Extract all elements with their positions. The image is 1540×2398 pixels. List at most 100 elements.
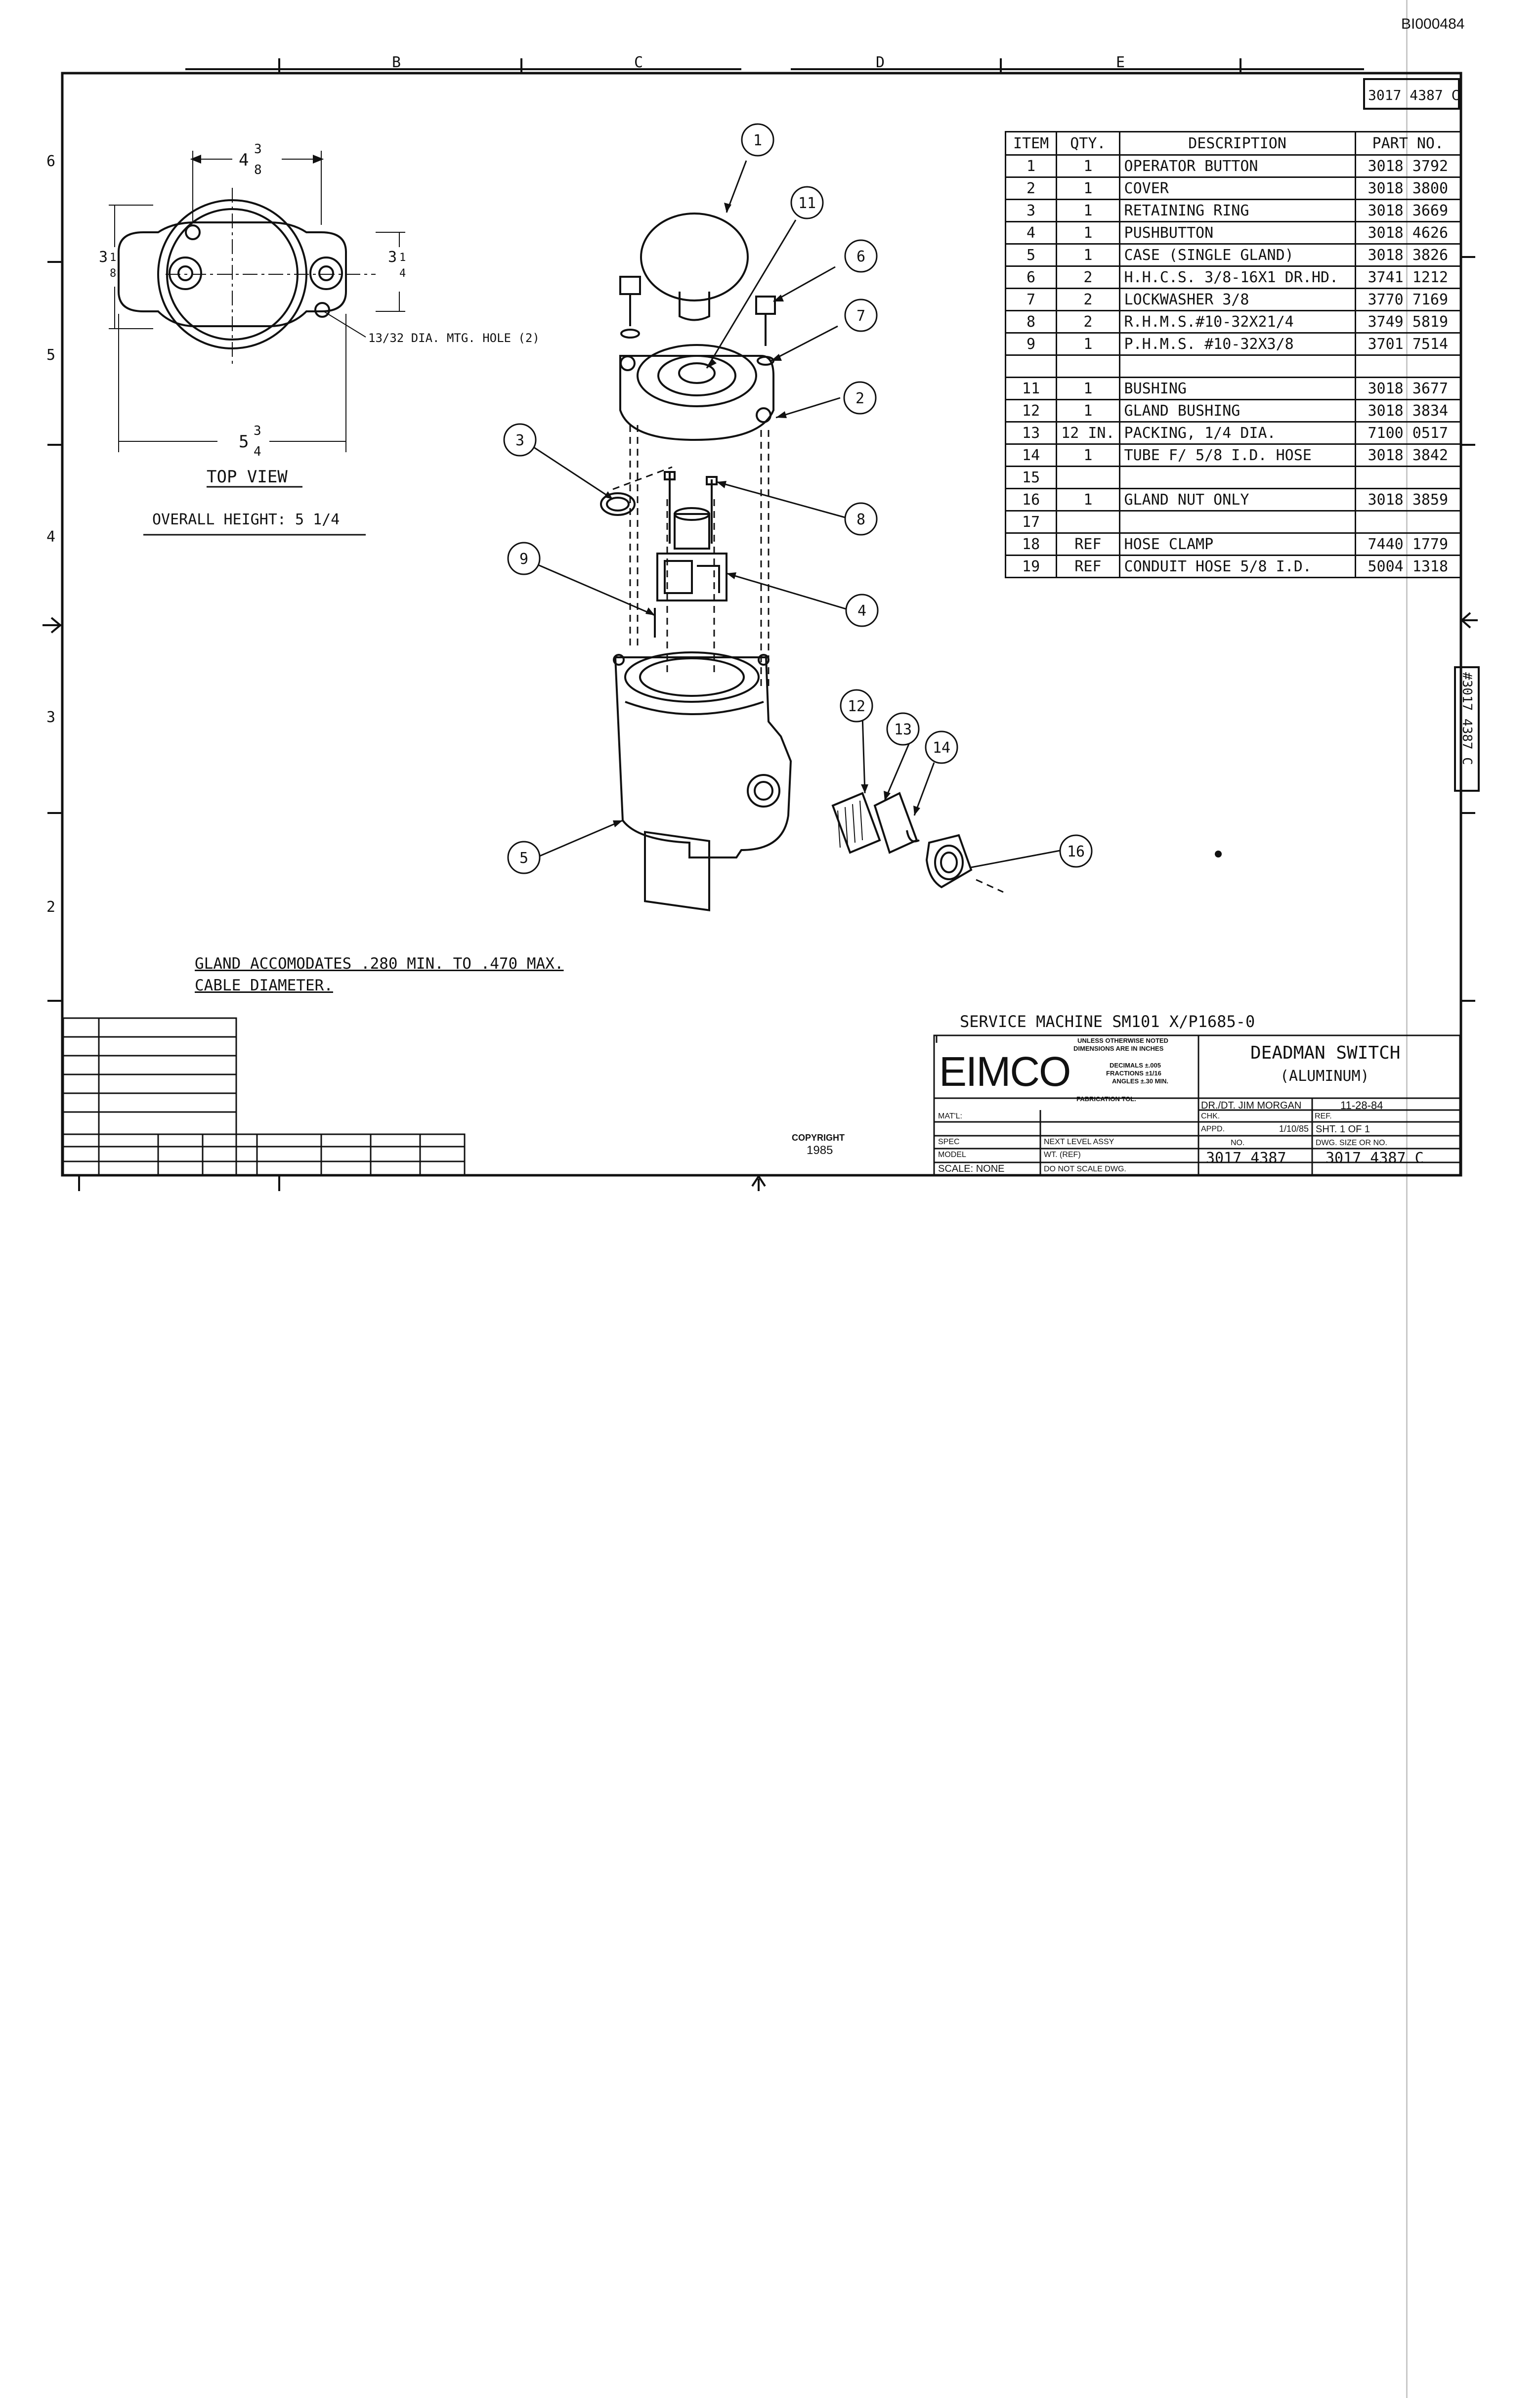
- cell-part-no: [1354, 354, 1462, 378]
- corner-drawing-number: 3017 4387 C: [1368, 87, 1459, 103]
- do-not-scale-label: DO NOT SCALE DWG.: [1044, 1165, 1126, 1173]
- balloon-1: [741, 123, 774, 157]
- cell-description: PACKING, 1/4 DIA.: [1118, 421, 1356, 445]
- zone-letter-e: E: [1116, 54, 1125, 71]
- balloon-14: [925, 730, 958, 764]
- cell-part-no: 3018 3800: [1354, 176, 1462, 200]
- side-drawing-number: #3017 4387 C: [1459, 672, 1474, 765]
- cell-qty: 2: [1056, 265, 1120, 289]
- balloon-8-label: 8: [856, 511, 865, 528]
- dim-top-den: 8: [254, 163, 262, 177]
- cell-qty: 1: [1056, 399, 1120, 423]
- cell-description: LOCKWASHER 3/8: [1118, 288, 1356, 311]
- header-description: DESCRIPTION: [1118, 131, 1356, 156]
- tolerance-decimals: DECIMALS ±.005: [1110, 1062, 1161, 1069]
- cell-part-no: 5004 1318: [1354, 555, 1462, 578]
- cell-qty: 1: [1056, 154, 1120, 178]
- cell-item: 8: [1004, 310, 1058, 334]
- zone-number-3: 3: [46, 709, 55, 726]
- next-level-assy-label: NEXT LEVEL ASSY: [1044, 1138, 1114, 1146]
- cell-item: 17: [1004, 510, 1058, 534]
- exploded-view-drawing: [600, 213, 1004, 911]
- balloon-11-label: 11: [798, 195, 816, 212]
- cell-qty: 1: [1056, 243, 1120, 267]
- balloon-9: [507, 542, 541, 575]
- balloon-8: [844, 502, 878, 536]
- cell-qty: 1: [1056, 332, 1120, 356]
- cell-description: BUSHING: [1118, 377, 1356, 400]
- zone-letter-d: D: [876, 54, 885, 71]
- cell-qty: [1056, 466, 1120, 489]
- overall-height-note: OVERALL HEIGHT: 5 1/4: [152, 511, 340, 528]
- dim-top-num: 3: [254, 142, 262, 157]
- drawing-sheet: B C D E 6 5 4 3 2 3017 4387 C #3017 4387…: [43, 54, 1480, 1191]
- balloon-7-label: 7: [856, 307, 865, 325]
- balloon-2-label: 2: [856, 390, 864, 407]
- approved-label: APPD.: [1201, 1125, 1225, 1133]
- drawing-subtitle: (ALUMINUM): [1280, 1068, 1369, 1085]
- cell-description: CONDUIT HOSE 5/8 I.D.: [1118, 555, 1356, 578]
- cell-part-no: 3770 7169: [1354, 288, 1462, 311]
- copyright-label: COPYRIGHT: [792, 1133, 845, 1143]
- cell-part-no: [1354, 466, 1462, 489]
- hole-note: 13/32 DIA. MTG. HOLE (2): [368, 331, 540, 345]
- item-balloons: [503, 123, 1093, 874]
- dim-left-whole: 3: [99, 249, 108, 266]
- tolerance-fractions: FRACTIONS ±1/16: [1106, 1070, 1161, 1077]
- service-machine-label: SERVICE MACHINE SM101 X/P1685-0: [960, 1012, 1255, 1031]
- tolerance-note-2: DIMENSIONS ARE IN INCHES: [1073, 1045, 1164, 1052]
- cell-item: 14: [1004, 443, 1058, 467]
- cell-description: [1118, 466, 1356, 489]
- cell-description: P.H.M.S. #10-32X3/8: [1118, 332, 1356, 356]
- cell-item: 6: [1004, 265, 1058, 289]
- drawing-number: 3017 4387 C: [1326, 1150, 1424, 1167]
- table-row: 17: [1004, 510, 1462, 534]
- cell-item: 12: [1004, 399, 1058, 423]
- cell-part-no: 7440 1779: [1354, 532, 1462, 556]
- cell-description: RETAINING RING: [1118, 199, 1356, 222]
- balloon-12: [840, 689, 873, 723]
- cell-item: 5: [1004, 243, 1058, 267]
- cell-qty: [1056, 354, 1120, 378]
- cell-description: R.H.M.S.#10-32X21/4: [1118, 310, 1356, 334]
- cell-qty: 2: [1056, 310, 1120, 334]
- cell-description: HOSE CLAMP: [1118, 532, 1356, 556]
- table-row: [1004, 354, 1462, 378]
- drawn-by: DR./DT. JIM MORGAN: [1201, 1100, 1302, 1111]
- balloon-5-label: 5: [519, 850, 528, 867]
- model-label: MODEL: [938, 1151, 966, 1159]
- gland-note-line1: GLAND ACCOMODATES .280 MIN. TO .470 MAX.: [195, 955, 564, 973]
- cell-description: GLAND BUSHING: [1118, 399, 1356, 423]
- cell-part-no: 3018 3842: [1354, 443, 1462, 467]
- balloon-3-label: 3: [515, 432, 524, 449]
- balloon-16: [1059, 834, 1093, 868]
- cell-item: 15: [1004, 466, 1058, 489]
- cell-item: 4: [1004, 221, 1058, 245]
- sheet-number: SHT. 1 OF 1: [1316, 1124, 1370, 1135]
- side-number-box: [1454, 666, 1480, 792]
- drawing-title: DEADMAN SWITCH: [1250, 1043, 1401, 1063]
- dim-left-den: 8: [110, 267, 116, 280]
- part-number: 3017 4387: [1206, 1150, 1286, 1167]
- fabrication-tolerance: FABRICATION TOL.: [1076, 1095, 1136, 1103]
- cell-item: 18: [1004, 532, 1058, 556]
- zone-letter-c: C: [634, 54, 643, 71]
- cell-qty: [1056, 510, 1120, 534]
- dim-bottom-whole: 5: [239, 432, 249, 452]
- dim-bottom-num: 3: [254, 424, 261, 438]
- cell-item: 11: [1004, 377, 1058, 400]
- dim-right-den: 4: [399, 267, 406, 280]
- cell-item: 16: [1004, 488, 1058, 512]
- ink-dot: [1215, 851, 1222, 857]
- balloon-5: [507, 841, 541, 874]
- cell-item: 2: [1004, 176, 1058, 200]
